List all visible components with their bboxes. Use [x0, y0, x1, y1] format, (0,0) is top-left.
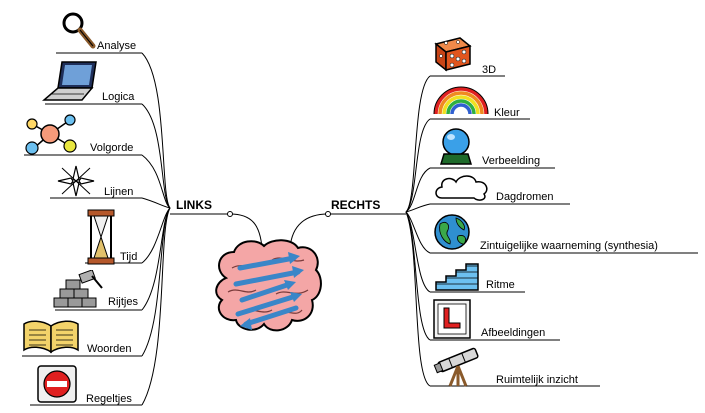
label-tijd: Tijd [120, 251, 138, 263]
no-entry-sign-icon [37, 365, 77, 403]
globe-icon [434, 214, 470, 250]
label-volgorde: Volgorde [90, 142, 134, 154]
right-hub-title: RECHTS [331, 198, 381, 212]
label-afbeeldingen: Afbeeldingen [481, 327, 546, 339]
label-logica: Logica [102, 91, 135, 103]
stairs-icon [435, 263, 479, 291]
label-regeltjes: Regeltjes [86, 393, 132, 405]
label-lijnen: Lijnen [104, 186, 134, 198]
label-ritme: Ritme [486, 279, 515, 291]
label-ruimtelijk-inzicht: Ruimtelijk inzicht [496, 374, 578, 386]
label-analyse: Analyse [97, 40, 137, 52]
crystal-ball-icon [439, 128, 473, 165]
compass-rose-icon [57, 165, 95, 197]
picture-frame-icon [433, 299, 471, 339]
dice-icon [434, 37, 472, 72]
magnifier-icon [62, 12, 96, 49]
label-dagdromen: Dagdromen [496, 191, 554, 203]
label-kleur: Kleur [494, 107, 520, 119]
laptop-icon [42, 61, 97, 101]
label-rijtjes: Rijtjes [108, 296, 138, 308]
telescope-icon [433, 347, 479, 387]
cloud-icon [435, 175, 488, 201]
open-book-icon [23, 320, 79, 354]
label-woorden: Woorden [87, 343, 132, 355]
brick-wall-icon [53, 270, 103, 308]
label-zintuigelijke-waarneming: Zintuigelijke waarneming (synthesia) [480, 240, 658, 252]
molecule-icon [25, 114, 77, 155]
rainbow-icon [433, 86, 489, 115]
left-hub-title: LINKS [176, 198, 212, 212]
brain-icon [215, 239, 322, 332]
label-3d: 3D [482, 64, 497, 76]
label-verbeelding: Verbeelding [482, 155, 541, 167]
hourglass-icon [87, 209, 115, 265]
